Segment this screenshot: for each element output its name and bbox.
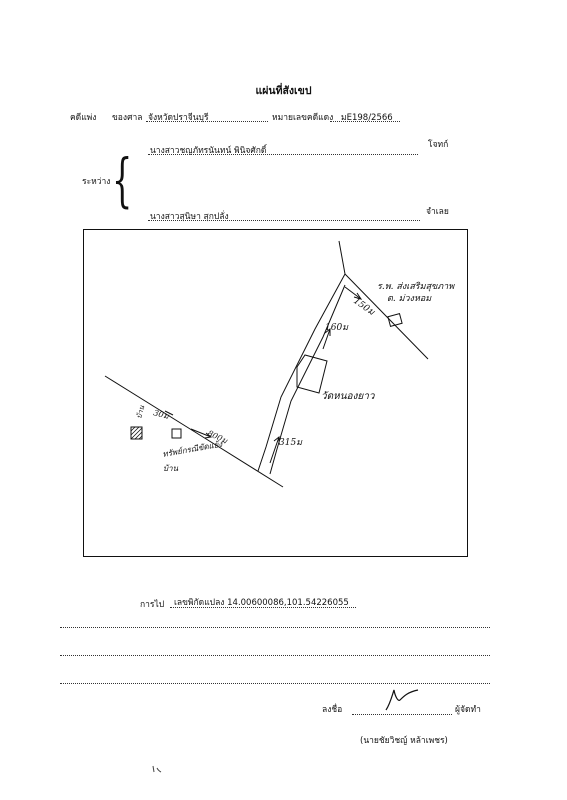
target-label-line2: บ้าน [163,464,179,473]
target-house [171,428,182,439]
red-case-dotted-line [330,121,400,122]
arrow-315-head [273,435,280,444]
signer-name: (นายชัยวิชญ์ หล้าเพชร) [360,736,448,746]
red-case-number: มE198/2566 [341,113,393,123]
arrow-150 [344,286,362,300]
hospital-label-line2: ต. ม่วงหอม [387,294,432,304]
arrow-150-head [353,292,363,300]
directions-label: การไป [140,600,165,610]
main-road-right-edge [269,284,346,475]
red-case-label: หมายเลขคดีแดง [272,113,334,123]
side-house-label: บ้าน [135,405,146,420]
distance-160: 160ม [325,323,349,333]
signer-role: ผู้จัดทำ [455,705,481,715]
defendant-dotted-line [148,220,420,221]
target-label-line1: ทรัพย์กรณีขัดแย้ง [162,438,224,459]
signature-dotted-line [352,714,452,715]
stray-mark [152,765,162,773]
defendant-role: จำเลย [426,207,449,217]
sketch-map: ร.พ. ส่งเสริมสุขภาพ ต. ม่วงหอม 150ม 160ม… [83,229,468,557]
arrow-800-head [204,432,213,439]
plaintiff-dotted-line [148,154,418,155]
distance-150: 150ม [351,296,377,318]
hospital-label-line1: ร.พ. ส่งเสริมสุขภาพ [377,281,455,292]
plaintiff-role: โจทก์ [428,140,449,150]
between-label: ระหว่าง [82,177,111,187]
lower-road [104,375,284,488]
arrow-30 [164,410,174,416]
plaintiff-name: นางสาวชญภัทรนันทน์ พินิจศักดิ์ [150,146,267,156]
main-road-left-edge [257,273,346,472]
parcel-coordinates: เลขพิกัดแปลง 14.00600086,101.54226055 [174,598,349,608]
arrow-800 [190,428,212,438]
parcel-dotted-line [170,607,356,608]
neighbor-house [130,426,143,440]
distance-30: 30ม [152,408,170,421]
signature-mark [385,689,419,711]
court-name-dotted-line [146,121,268,122]
sketch-map-drawing: ร.พ. ส่งเสริมสุขภาพ ต. ม่วงหอม 150ม 160ม… [83,229,468,557]
court-name: จังหวัดปราจีนบุรี [148,113,209,123]
arrow-315 [269,436,280,464]
court-prefix: ของศาล [112,113,143,123]
blank-line-2 [60,655,490,656]
parties-brace: { [112,146,133,214]
document-title: แผ่นที่สังเขป [255,85,312,97]
defendant-name: นางสาวสุนิษา สุกปลั่ง [150,212,229,222]
sign-label: ลงชื่อ [322,705,343,715]
blank-line-3 [60,683,490,684]
arrow-160-head [324,327,331,336]
blank-line-1 [60,627,490,628]
hospital-building [387,313,403,327]
distance-315: 315ม [279,438,303,448]
map-border [83,229,468,557]
temple-building [296,354,328,394]
arrow-160 [322,328,331,350]
temple-label: วัดหนองยาว [321,391,376,402]
case-type-label: คดีแพ่ง [70,113,97,123]
neighbor-house-hatching [130,426,143,440]
